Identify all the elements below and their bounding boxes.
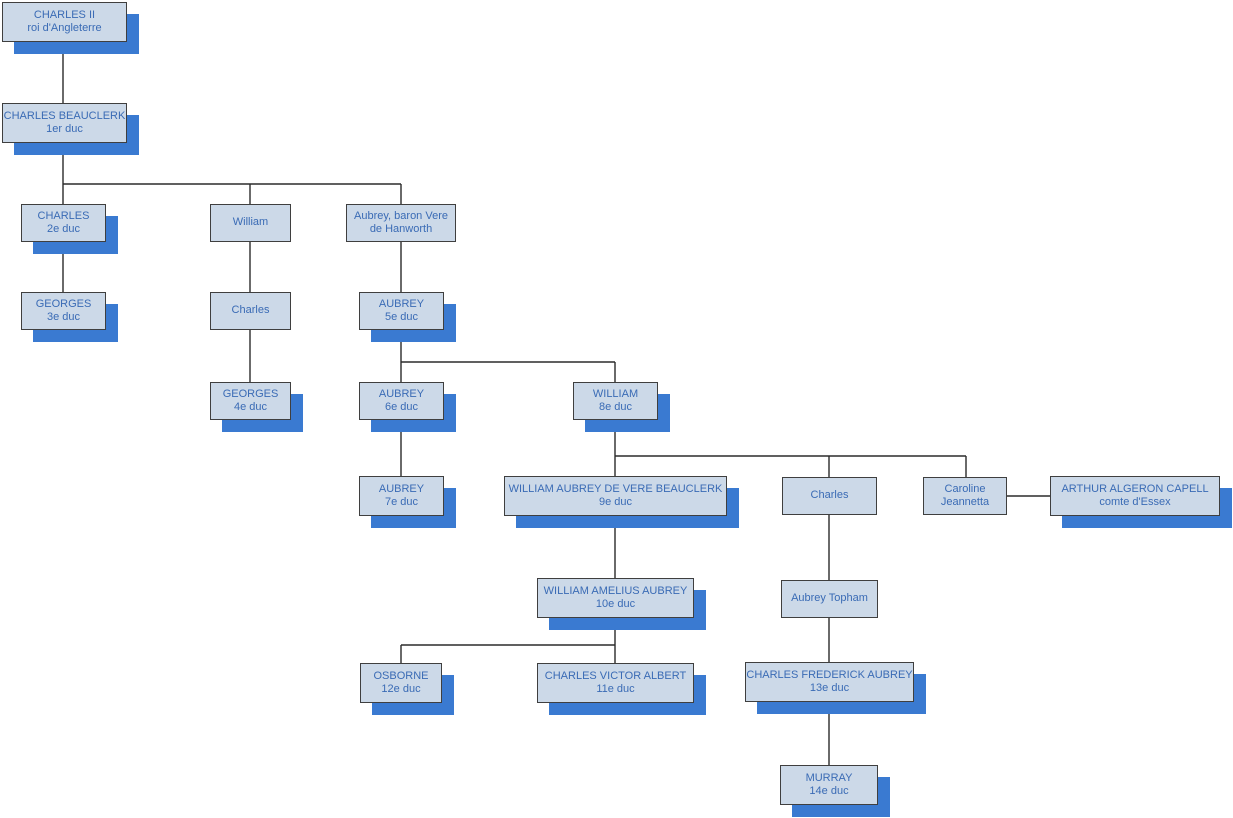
node-aubrey_baron_vere[interactable]: Aubrey, baron Vere de Hanworth xyxy=(346,204,456,242)
node-rank-label: 8e duc xyxy=(598,401,633,413)
node-rank-label: 12e duc xyxy=(381,683,421,695)
node-name-label: CHARLES II xyxy=(33,8,96,21)
node-rank-label: 11e duc xyxy=(596,683,635,695)
node-aubrey_topham[interactable]: Aubrey Topham xyxy=(781,580,878,618)
node-name-label: CHARLES xyxy=(37,209,90,222)
node-name-label: AUBREY xyxy=(378,482,425,495)
node-name-label: WILLIAM AUBREY DE VERE BEAUCLERK xyxy=(508,482,723,495)
node-name-label: GEORGES xyxy=(35,297,92,310)
node-name-label: GEORGES xyxy=(222,387,279,400)
node-rank-label: 9e duc xyxy=(598,496,633,508)
node-name-label: CHARLES BEAUCLERK xyxy=(3,109,126,122)
node-rank-label: 5e duc xyxy=(384,311,419,323)
node-rank-label: 2e duc xyxy=(46,223,81,235)
node-name-label: Aubrey Topham xyxy=(791,592,868,605)
node-name-label: AUBREY xyxy=(378,297,425,310)
node-rank-label: 1er duc xyxy=(46,123,83,135)
node-rank-label: 3e duc xyxy=(46,311,81,323)
node-name-label: Charles xyxy=(231,304,270,317)
node-rank-label: comte d'Essex xyxy=(1099,496,1171,508)
node-rank-label: 14e duc xyxy=(809,785,849,797)
node-name-label: William xyxy=(232,216,269,229)
node-name-label: Caroline xyxy=(944,482,986,495)
node-name-label: Charles xyxy=(810,489,849,502)
node-rank-label: 13e duc xyxy=(809,682,850,694)
node-charles_plain2[interactable]: Charles xyxy=(782,477,877,515)
node-william_plain[interactable]: William xyxy=(210,204,291,242)
node-name-label: ARTHUR ALGERON CAPELL xyxy=(1061,482,1209,495)
node-rank-label: Jeannetta xyxy=(940,496,990,508)
node-name-label: Aubrey, baron Vere de Hanworth xyxy=(354,209,448,235)
node-rank-label: 7e duc xyxy=(384,496,419,508)
node-name-label: OSBORNE xyxy=(373,669,429,682)
node-rank-label: 6e duc xyxy=(384,401,419,413)
node-rank-label: 10e duc xyxy=(595,598,636,610)
node-name-label: CHARLES FREDERICK AUBREY xyxy=(746,668,913,681)
node-name-label: WILLIAM xyxy=(592,387,639,400)
node-name-label: WILLIAM AMELIUS AUBREY xyxy=(543,584,688,597)
node-charles_plain[interactable]: Charles xyxy=(210,292,291,330)
node-rank-label: roi d'Angleterre xyxy=(27,22,102,34)
node-name-label: MURRAY xyxy=(805,771,853,784)
node-name-label: CHARLES VICTOR ALBERT xyxy=(544,669,687,682)
node-name-label: AUBREY xyxy=(378,387,425,400)
node-rank-label: 4e duc xyxy=(233,401,268,413)
